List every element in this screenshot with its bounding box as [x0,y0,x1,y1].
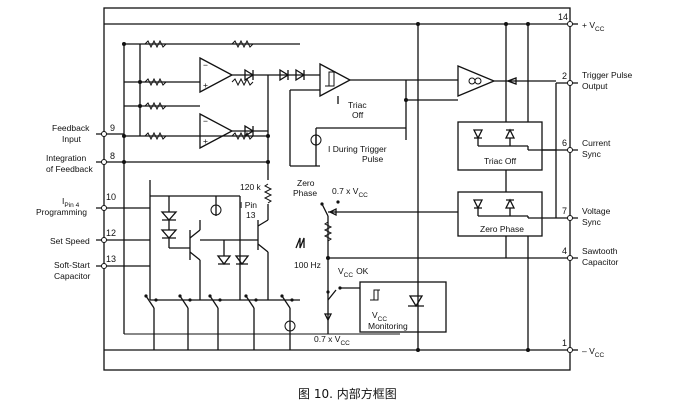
vcc-monitoring-box [359,281,447,333]
triac-off-label: Triac [348,100,367,110]
pin-13-number: 13 [106,254,116,264]
pin-7-terminal [567,215,573,221]
resistor-r4 [231,77,254,87]
integration-label: Integration [46,153,86,163]
svg-text:13: 13 [246,210,256,220]
pin-10-terminal [101,205,107,211]
vcc-07-top-label: 0.7 x VCC [332,186,368,199]
pin-1-number: 1 [562,338,567,348]
svg-text:Pulse: Pulse [362,154,384,164]
svg-text:Programming: Programming [36,207,87,217]
pin-7-number: 7 [562,206,567,216]
feedback-input-label: Feedback [52,123,90,133]
zero-phase-box [457,191,543,237]
pin-10-number: 10 [106,192,116,202]
svg-text:+: + [203,136,208,146]
pin-1-terminal [567,347,573,353]
pin-9-number: 9 [110,123,115,133]
pin-8-number: 8 [110,151,115,161]
svg-text:of Feedback: of Feedback [46,164,94,174]
triac-off-box [457,121,543,171]
zero-phase-box-label: Zero Phase [480,224,524,234]
vcc-monitoring-label: VCC [372,310,387,323]
pin-2-terminal [567,80,573,86]
vcc-07-bot-label: 0.7 x VCC [314,334,350,347]
diode-d1 [244,68,255,82]
pin-14-terminal [567,21,573,27]
ipin4-label: IPin 4 [62,196,80,209]
svg-text:−: − [203,60,208,70]
pin-12-terminal [101,237,107,243]
120k-label: 120 k [240,182,262,192]
pin-12-number: 12 [106,228,116,238]
pin-14-number: 14 [558,12,568,22]
output-buffer [457,65,496,97]
svg-text:+: + [203,80,208,90]
diode-d4 [244,124,255,138]
svg-text:Monitoring: Monitoring [368,321,408,331]
pin-6-terminal [567,147,573,153]
svg-text:−: − [203,116,208,126]
diode-d3 [295,68,306,82]
resistor-r7 [231,131,254,141]
pin-4-terminal [567,255,573,261]
svg-text:Sync: Sync [582,149,602,159]
svg-text:Capacitor: Capacitor [54,271,91,281]
soft-start-label: Soft-Start [54,260,91,270]
trigger-pulse-label: Trigger Pulse [582,70,633,80]
svg-text:Sync: Sync [582,217,602,227]
triac-off-box-label: Triac Off [484,156,517,166]
diode-d2 [279,68,290,82]
current-sync-label: Current [582,138,611,148]
set-speed-label: Set Speed [50,236,90,246]
vcc-minus-label: – VCC [582,346,604,359]
during-trigger-label: I During Trigger [328,144,387,154]
vcc-plus-label: + VCC [582,20,605,33]
svg-text:Capacitor: Capacitor [582,257,619,267]
resistor-r1 [144,39,167,49]
resistor-r5 [144,101,167,111]
opamp-2 [199,112,234,150]
100hz-label: 100 Hz [294,260,321,270]
pin-6-number: 6 [562,138,567,148]
svg-text:Phase: Phase [293,188,317,198]
pin-9-terminal [101,131,107,137]
ipin13-label: I Pin [240,200,257,210]
pin-2-number: 2 [562,71,567,81]
svg-text:Input: Input [62,134,82,144]
pin-8-terminal [101,159,107,165]
resistor-r2 [231,39,254,49]
svg-text:Output: Output [582,81,608,91]
voltage-sync-label: Voltage [582,206,611,216]
sawtooth-label: Sawtooth [582,246,618,256]
svg-text:Off: Off [352,110,364,120]
pin-13-terminal [101,263,107,269]
resistor-r6 [144,131,167,141]
opamp-1 [199,56,234,94]
pin-4-number: 4 [562,246,567,256]
figure-caption: 图 10. 内部方框图 [298,386,397,401]
ic-outline [103,7,571,371]
zero-phase-label: Zero [297,178,315,188]
resistor-120k [263,183,273,204]
resistor-r3 [144,77,167,87]
resistor-zero-phase [323,221,333,242]
sawtooth-symbol [295,237,305,249]
schmitt-trigger [319,62,352,98]
